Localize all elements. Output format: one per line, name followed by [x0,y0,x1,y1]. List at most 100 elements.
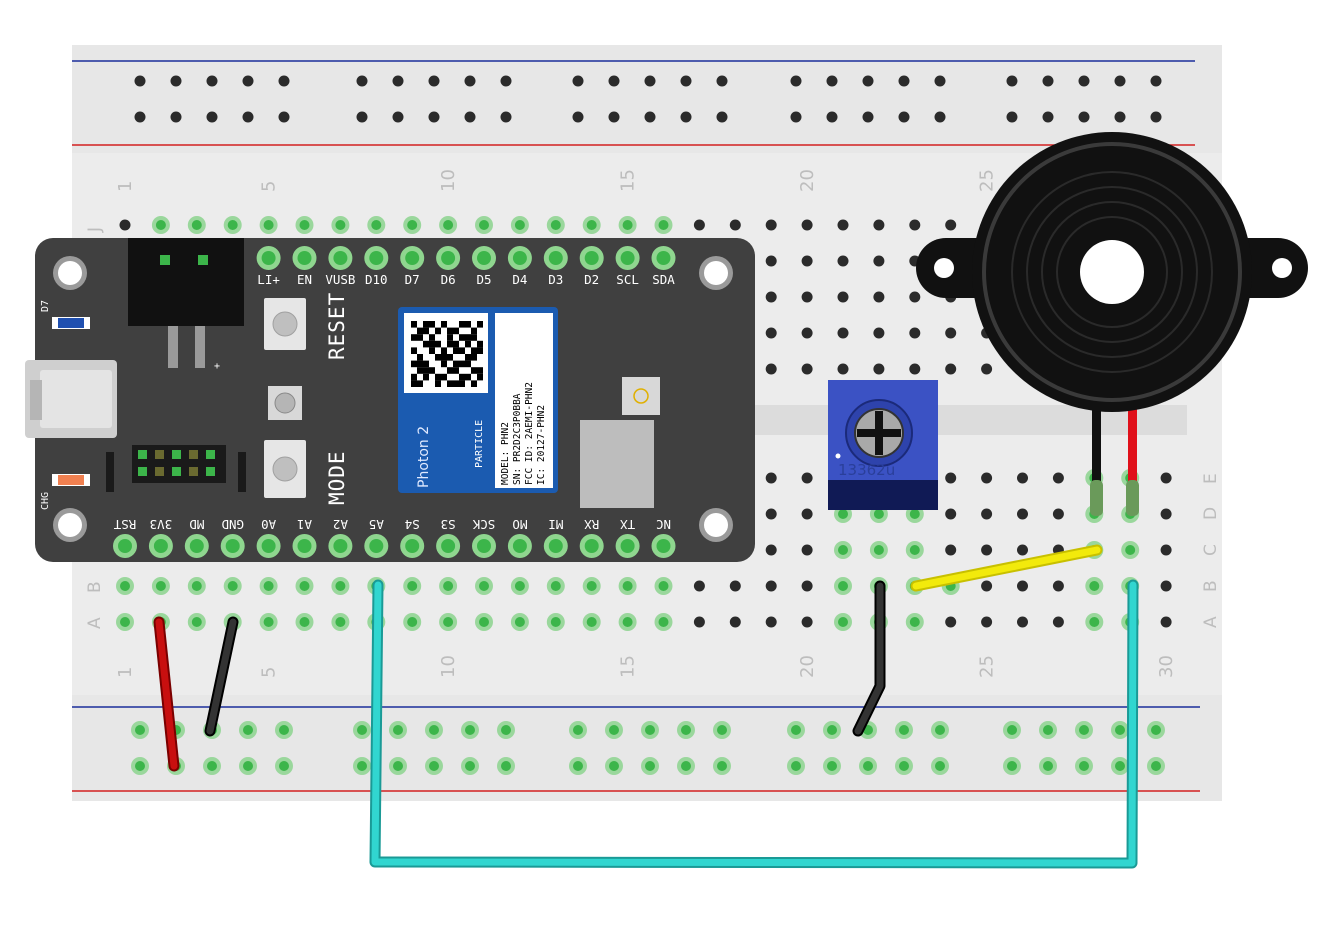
qr-cell [447,354,453,361]
rail-hole [464,111,476,123]
knob-slot-vertical [875,411,883,455]
rail-hole [1042,75,1054,87]
debug-header-pin [138,450,147,459]
hole [1052,580,1064,592]
debug-header-pins [138,450,215,476]
piezo-buzzer [916,132,1308,516]
hole [945,472,957,484]
buzzer-ring-4 [1041,201,1183,343]
bottom-power-rail [72,695,1222,801]
column-number-bottom: 30 [1156,655,1177,678]
hole [981,363,993,375]
rail-hole [1006,75,1018,87]
qr-cell [423,327,429,335]
row-letter-right: E [1201,473,1221,484]
hole [765,327,777,339]
qr-cell [471,347,477,354]
mcu-bottom-pin-label: A5 [369,517,384,532]
mode-button-cap[interactable] [272,456,298,482]
hole [837,219,849,231]
mcu-bottom-pin [405,539,420,553]
hole [837,363,849,375]
rail-hole [716,111,728,123]
hole [765,544,777,556]
hole [1160,544,1172,556]
antenna-connector [622,377,660,415]
hole [622,220,633,230]
mcu-top-pin-label: EN [297,272,312,287]
chip-shield [580,420,654,508]
hole [299,617,310,627]
rail-hole [899,725,909,735]
hole [227,581,238,591]
mcu-bottom-pin [297,539,312,553]
battery-lead-2 [195,326,205,368]
column-number-top: 1 [115,181,136,192]
potentiometer[interactable]: 13362u [828,380,938,510]
hole [693,219,705,231]
hole [658,220,669,230]
hole [801,255,813,267]
hole [945,219,957,231]
row-letter-right: A [1201,616,1221,628]
hole [873,545,884,555]
mcu-top-pin-label: D5 [476,272,491,287]
hole [1017,508,1028,520]
rail-hole [573,761,583,771]
rail-hole [465,725,475,735]
hole [765,580,777,592]
rail-hole [1150,75,1162,87]
hole [658,617,669,627]
mcu-bottom-pin [548,539,563,553]
module-line-3: FCC ID: 2AEMI-PHN2 [524,382,535,485]
chg-led-core [58,475,84,485]
mcu-bottom-pin-label: MD [189,517,204,532]
qr-code-pattern [411,321,483,387]
hole [801,291,813,303]
rail-hole [572,75,584,87]
rail-hole [608,75,620,87]
qr-cell [435,373,441,381]
module-brand: PARTICLE [474,420,485,468]
rail-hole [1150,111,1162,123]
row-letter-right: B [1201,580,1221,592]
mcu-bottom-pin [656,539,671,553]
mounting-hole-bottom-left-inner [58,513,82,537]
rail-hole [645,725,655,735]
mcu-bottom-pin-label: MO [512,517,527,532]
hole [586,617,597,627]
pot-indicator-dot [835,453,841,459]
mcu-top-pin [512,251,527,265]
rail-hole [1006,111,1018,123]
rail-hole [170,75,182,87]
hole [622,581,633,591]
hole [801,327,813,339]
hole [479,617,489,627]
reset-button-cap[interactable] [272,311,298,337]
rail-hole [357,725,367,735]
qr-cell [417,334,423,341]
mounting-hole-bottom-right-inner [704,513,728,537]
hole [227,220,238,230]
debug-header-pin [189,450,198,459]
wire-black-gnd-core [206,618,237,735]
buzzer-ring-3 [1026,186,1198,358]
hole [514,581,525,591]
d7-label: D7 [40,300,51,312]
rail-hole [134,111,146,123]
rail-hole [134,75,146,87]
rail-hole [609,761,619,771]
hole [191,581,202,591]
rail-hole [356,111,368,123]
mcu-bottom-pin-label: TX [620,517,636,532]
hole [945,544,957,556]
hole [1017,544,1028,556]
qr-cell [471,327,477,335]
hole [837,255,849,267]
column-number-bottom: 25 [977,655,998,678]
qr-cell [411,380,417,387]
qr-cell [453,347,459,354]
hole [729,616,741,628]
